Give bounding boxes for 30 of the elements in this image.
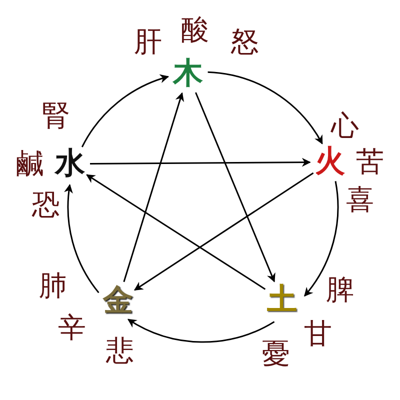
- emotion-label: 喜: [346, 185, 374, 215]
- element-character: 土: [265, 283, 299, 317]
- taste-label: 鹹: [16, 149, 44, 179]
- cycle-arrow: [64, 184, 100, 294]
- taste-label: 辛: [58, 313, 86, 343]
- star-arrow: [134, 172, 314, 291]
- taste-label: 苦: [356, 147, 384, 177]
- cycle-arrow: [81, 74, 170, 148]
- organ-label: 肺: [39, 271, 67, 301]
- cycle-arrow: [208, 71, 323, 144]
- star-arrow: [90, 158, 311, 167]
- element-character: 木: [171, 57, 205, 91]
- cycle-arrow: [127, 318, 275, 343]
- element-character: 水: [53, 147, 87, 181]
- taste-label: 酸: [181, 15, 209, 45]
- emotion-label: 恐: [32, 190, 60, 220]
- emotion-label: 悲: [106, 336, 134, 366]
- star-arrow: [123, 92, 184, 282]
- emotion-label: 憂: [262, 339, 290, 369]
- emotion-label: 怒: [231, 27, 259, 57]
- star-arrow: [86, 174, 266, 290]
- organ-label: 腎: [42, 101, 70, 131]
- element-character: 火: [313, 145, 347, 179]
- organ-label: 心: [331, 111, 359, 141]
- taste-label: 甘: [304, 319, 332, 349]
- star-arrow: [195, 92, 276, 282]
- element-character: 金: [101, 284, 135, 318]
- cycle-arrow: [304, 181, 339, 297]
- organ-label: 肝: [134, 27, 162, 57]
- organ-label: 脾: [326, 275, 354, 305]
